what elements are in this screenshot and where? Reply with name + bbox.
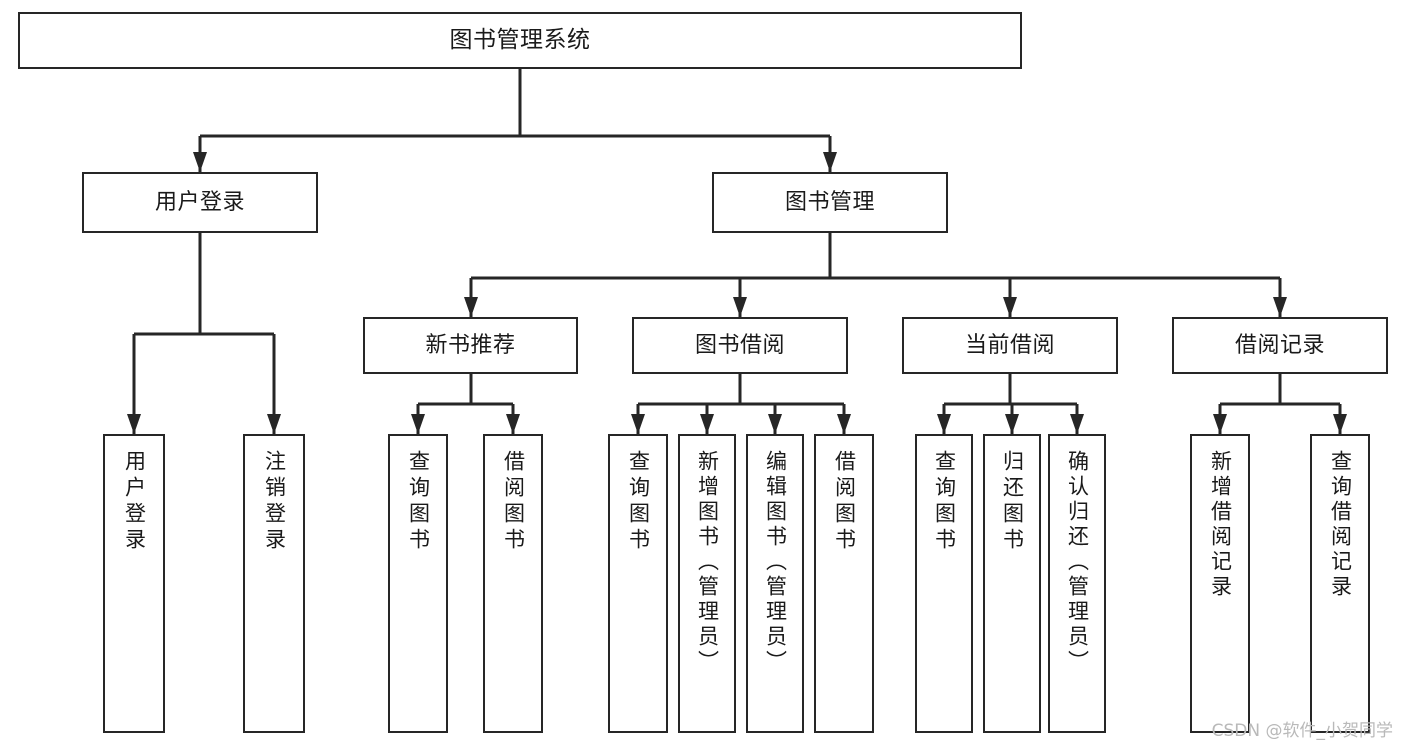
node-leaf-add-book[interactable]: 新增图书（管理员）	[678, 434, 736, 733]
node-user-login-label: 用户登录	[154, 189, 245, 215]
csdn-watermark: CSDN @软件_小贺同学	[1211, 721, 1393, 741]
node-leaf-query-book-3-label: 查询图书	[932, 450, 957, 554]
node-book-management[interactable]: 图书管理	[712, 172, 948, 233]
node-leaf-borrow-book-1[interactable]: 借阅图书	[483, 434, 543, 733]
node-leaf-borrow-book-1-label: 借阅图书	[501, 450, 526, 554]
node-user-login[interactable]: 用户登录	[82, 172, 318, 233]
node-book-management-label: 图书管理	[784, 189, 875, 215]
node-book-borrowing-label: 图书借阅	[694, 332, 785, 358]
node-leaf-query-book-2-label: 查询图书	[626, 450, 651, 554]
node-leaf-confirm-return-label: 确认归还（管理员）	[1065, 450, 1090, 675]
node-leaf-query-borrow-record-label: 查询借阅记录	[1328, 450, 1353, 600]
node-leaf-user-login[interactable]: 用户登录	[103, 434, 165, 733]
node-leaf-confirm-return[interactable]: 确认归还（管理员）	[1048, 434, 1106, 733]
node-leaf-query-book-1-label: 查询图书	[406, 450, 431, 554]
node-book-borrowing[interactable]: 图书借阅	[632, 317, 848, 374]
node-leaf-add-book-label: 新增图书（管理员）	[695, 450, 720, 675]
node-leaf-return-book[interactable]: 归还图书	[983, 434, 1041, 733]
node-borrow-records-label: 借阅记录	[1234, 332, 1325, 358]
node-leaf-logout-label: 注销登录	[262, 450, 287, 554]
node-new-book-recommendation[interactable]: 新书推荐	[363, 317, 578, 374]
node-leaf-logout[interactable]: 注销登录	[243, 434, 305, 733]
node-leaf-add-borrow-record[interactable]: 新增借阅记录	[1190, 434, 1250, 733]
node-leaf-query-book-2[interactable]: 查询图书	[608, 434, 668, 733]
node-current-borrowing[interactable]: 当前借阅	[902, 317, 1118, 374]
node-leaf-query-borrow-record[interactable]: 查询借阅记录	[1310, 434, 1370, 733]
node-leaf-user-login-label: 用户登录	[122, 450, 147, 554]
node-current-borrowing-label: 当前借阅	[964, 332, 1055, 358]
node-leaf-query-book-1[interactable]: 查询图书	[388, 434, 448, 733]
node-borrow-records[interactable]: 借阅记录	[1172, 317, 1388, 374]
node-leaf-edit-book-label: 编辑图书（管理员）	[763, 450, 788, 675]
node-leaf-query-book-3[interactable]: 查询图书	[915, 434, 973, 733]
node-root[interactable]: 图书管理系统	[18, 12, 1022, 69]
node-leaf-edit-book[interactable]: 编辑图书（管理员）	[746, 434, 804, 733]
node-leaf-return-book-label: 归还图书	[1000, 450, 1025, 554]
node-new-book-recommendation-label: 新书推荐	[425, 332, 516, 358]
node-leaf-borrow-book-2-label: 借阅图书	[832, 450, 857, 554]
node-leaf-borrow-book-2[interactable]: 借阅图书	[814, 434, 874, 733]
node-root-label: 图书管理系统	[449, 27, 591, 53]
node-leaf-add-borrow-record-label: 新增借阅记录	[1208, 450, 1233, 600]
